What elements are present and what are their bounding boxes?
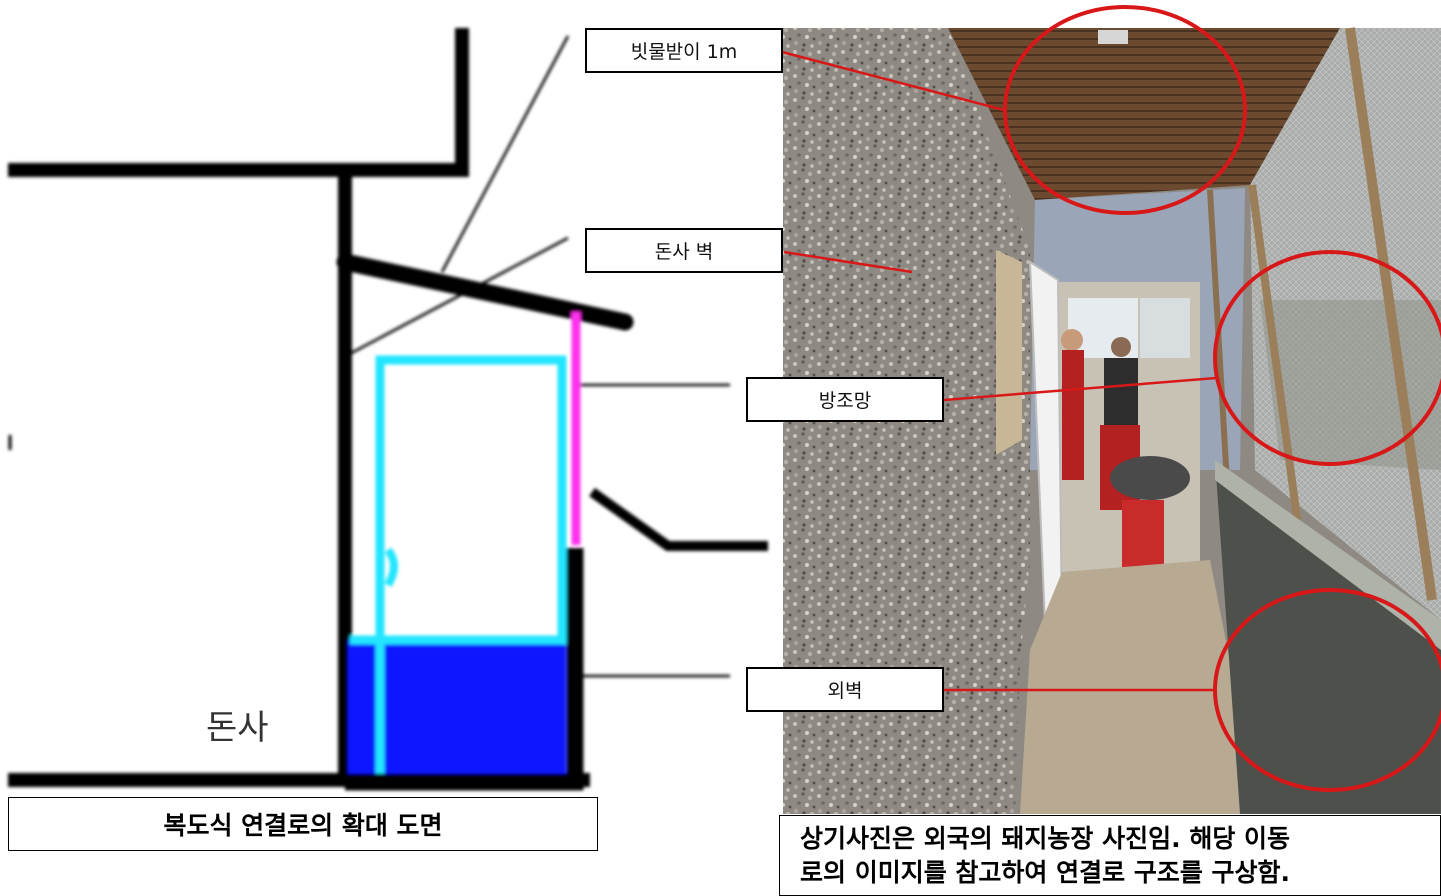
highlight-net xyxy=(1213,250,1441,466)
callout-gutter: 빗물받이 1m xyxy=(585,28,783,73)
concrete-outer-wall xyxy=(1215,460,1441,814)
callout-net: 방조망 xyxy=(746,377,944,422)
gutter-leader xyxy=(440,35,570,273)
frame-handle xyxy=(384,547,398,588)
gutter-roof xyxy=(336,253,634,331)
pig-house-label: 돈사 xyxy=(206,708,269,748)
outer-wall-line xyxy=(345,548,584,791)
net-pointer xyxy=(943,376,1217,402)
wall-leader xyxy=(341,236,569,360)
drawing-caption: 복도식 연결로의 확대 도면 xyxy=(8,797,598,851)
callout-outer-wall: 외벽 xyxy=(746,667,944,712)
photo-caption-line-2: 로의 이미지를 참고하여 연결로 구조를 구상함. xyxy=(800,858,1291,887)
photo-caption-line-1: 상기사진은 외국의 돼지농장 사진임. 해당 이동 xyxy=(800,824,1291,853)
callout-wall: 돈사 벽 xyxy=(585,228,783,273)
upper-structure-outline xyxy=(8,28,469,177)
wall-pointer xyxy=(783,250,913,274)
photo-caption: 상기사진은 외국의 돼지농장 사진임. 해당 이동 로의 이미지를 참고하여 연… xyxy=(779,815,1441,896)
highlight-ceiling xyxy=(1003,5,1247,215)
ledge-leader xyxy=(589,487,768,551)
wooden-ceiling xyxy=(948,28,1340,200)
corridor-floor xyxy=(1020,560,1260,814)
cross-section-drawing xyxy=(8,28,768,791)
corridor-frame xyxy=(375,355,567,778)
gutter-pointer xyxy=(781,50,1005,112)
